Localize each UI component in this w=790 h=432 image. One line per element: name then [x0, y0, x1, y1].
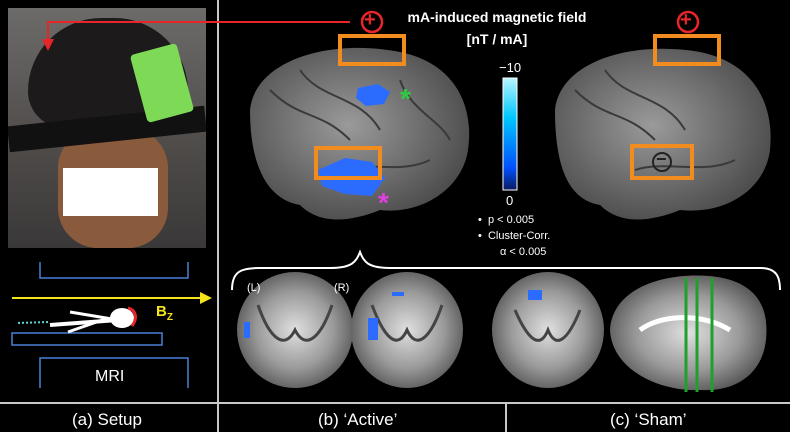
slice-brace	[231, 249, 781, 291]
mri-label: MRI	[95, 368, 125, 385]
field-title-line2: [nT / mA]	[466, 31, 528, 47]
active-anode-electrode	[338, 34, 406, 66]
activation-cluster-upper	[356, 84, 390, 106]
caption-active: (b) ‘Active’	[318, 410, 398, 429]
active-brain	[250, 47, 470, 220]
stats-correction-text: Cluster-Corr.	[487, 230, 551, 242]
green-asterisk: *	[400, 83, 411, 114]
caption-divider	[0, 402, 790, 404]
sham-minus-sign: −	[656, 149, 667, 169]
panel-divider-a	[217, 0, 219, 432]
anode-connector-arrow	[47, 21, 350, 38]
scanner-bottom-outline	[39, 357, 189, 388]
sham-minus-circle	[652, 152, 672, 172]
anonymizing-box	[63, 168, 158, 216]
sham-plus-sign: +	[680, 9, 692, 31]
coronal-slice-2	[351, 272, 463, 388]
slice-left-label: (L)	[247, 282, 261, 294]
active-cathode-electrode	[314, 146, 382, 180]
coronal-slice-1	[237, 272, 353, 388]
active-plus-circle	[360, 10, 384, 34]
stats-alpha: α < 0.005	[500, 246, 547, 258]
sagittal-slice	[610, 275, 767, 392]
participant-photo	[8, 8, 206, 248]
colorbar-max-label: −10	[499, 60, 522, 75]
active-plus-sign: +	[364, 9, 376, 31]
scanner-bed	[11, 332, 163, 346]
magenta-asterisk: *	[378, 187, 389, 218]
slice-right-label: (R)	[334, 282, 350, 294]
sham-brain	[555, 48, 771, 220]
panel-divider-bc	[505, 402, 507, 432]
colorbar	[502, 77, 518, 191]
subject-schematic	[17, 306, 137, 334]
sham-anode-electrode	[653, 34, 721, 66]
coronal-slice-3	[492, 272, 604, 388]
caption-sham: (c) ‘Sham’	[610, 410, 687, 429]
bz-label-sub: Z	[166, 312, 173, 323]
stats-threshold-text: p < 0.005	[487, 214, 535, 226]
sham-plus-circle	[676, 10, 700, 34]
stats-correction: • Cluster-Corr.	[478, 230, 551, 242]
stats-threshold: • p < 0.005	[478, 214, 535, 226]
caption-setup: (a) Setup	[72, 410, 142, 429]
bz-label: BZ	[156, 303, 173, 323]
bz-label-main: B	[156, 303, 167, 320]
field-title-line1: mA-induced magnetic field	[407, 9, 587, 25]
sham-cathode-electrode	[630, 144, 694, 180]
scanner-top-outline	[39, 262, 189, 279]
colorbar-min-label: 0	[506, 193, 514, 208]
